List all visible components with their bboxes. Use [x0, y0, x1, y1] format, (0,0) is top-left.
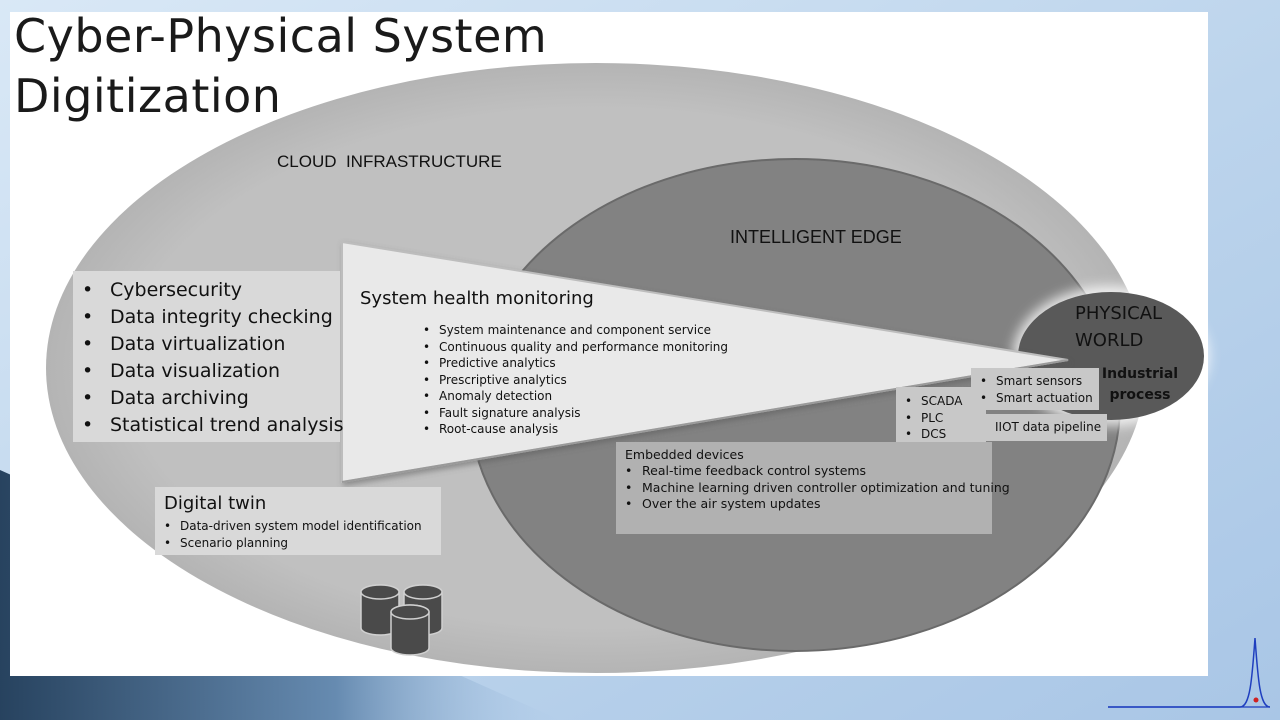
list-item: Cybersecurity: [82, 277, 344, 304]
database-cylinders-icon: [360, 584, 443, 656]
smart-devices-list: Smart sensors Smart actuation: [980, 373, 1093, 407]
slide-title: Cyber-Physical System Digitization: [14, 6, 547, 126]
list-item: Prescriptive analytics: [423, 372, 728, 389]
list-item: Predictive analytics: [423, 355, 728, 372]
digital-twin-list: Data-driven system model identification …: [164, 518, 422, 552]
list-item: Root-cause analysis: [423, 421, 728, 438]
list-item: Smart sensors: [980, 373, 1093, 390]
embedded-devices-heading: Embedded devices: [625, 447, 744, 462]
list-item: Data archiving: [82, 385, 344, 412]
list-item: SCADA: [905, 393, 963, 410]
embedded-devices-list: Real-time feedback control systems Machi…: [625, 463, 1010, 513]
physical-world-line-1: PHYSICAL: [1075, 303, 1163, 324]
list-item: Data visualization: [82, 358, 344, 385]
list-item: Over the air system updates: [625, 496, 1010, 513]
cloud-capabilities: Cybersecurity Data integrity checking Da…: [82, 277, 344, 439]
list-item: Anomaly detection: [423, 388, 728, 405]
control-systems: SCADA PLC DCS: [905, 393, 963, 443]
list-item: Continuous quality and performance monit…: [423, 339, 728, 356]
list-item: System maintenance and component service: [423, 322, 728, 339]
industrial-process-line-2: process: [1109, 387, 1171, 403]
digital-twin-heading: Digital twin: [164, 493, 267, 514]
list-item: Scenario planning: [164, 535, 422, 552]
smart-devices: Smart sensors Smart actuation: [980, 373, 1093, 407]
intelligent-edge-label: INTELLIGENT EDGE: [730, 227, 902, 247]
iiot-pipeline-label: IIOT data pipeline: [995, 420, 1102, 434]
title-line-1: Cyber-Physical System: [14, 9, 548, 63]
peak-curve-logo-icon: [1108, 637, 1271, 708]
list-item: PLC: [905, 410, 962, 427]
list-item: Real-time feedback control systems: [625, 463, 1010, 480]
digital-twin: Data-driven system model identification …: [164, 518, 422, 552]
list-item: Machine learning driven controller optim…: [625, 480, 1010, 497]
list-item: Data virtualization: [82, 331, 344, 358]
list-item: Fault signature analysis: [423, 405, 728, 422]
list-item: Smart actuation: [980, 390, 1093, 407]
health-monitoring: System maintenance and component service…: [423, 322, 728, 438]
industrial-process-label: Industrial process: [1100, 364, 1180, 406]
industrial-process-line-1: Industrial: [1101, 366, 1179, 382]
list-item: DCS: [905, 426, 962, 443]
list-item: Data-driven system model identification: [164, 518, 422, 535]
control-systems-list: SCADA PLC DCS: [905, 393, 963, 443]
health-monitoring-list: System maintenance and component service…: [423, 322, 728, 438]
iiot-pipeline-box: [977, 414, 1107, 441]
physical-world-label: PHYSICAL WORLD: [1075, 300, 1162, 354]
list-item: Data integrity checking: [82, 304, 344, 331]
cloud-capabilities-list: Cybersecurity Data integrity checking Da…: [82, 277, 344, 439]
embedded-devices: Real-time feedback control systems Machi…: [625, 463, 1010, 513]
list-item: Statistical trend analysis: [82, 412, 343, 439]
health-monitoring-heading: System health monitoring: [360, 288, 594, 309]
cloud-infrastructure-label: CLOUD INFRASTRUCTURE: [277, 152, 502, 171]
title-line-2: Digitization: [14, 69, 282, 123]
physical-world-line-2: WORLD: [1075, 330, 1144, 351]
